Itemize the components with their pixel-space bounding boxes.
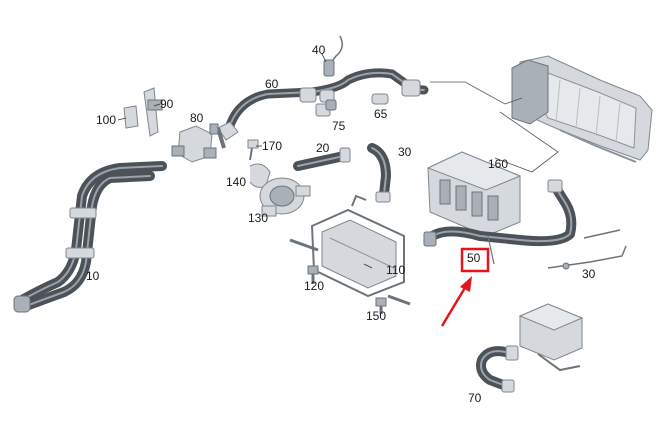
clip-160	[249, 163, 271, 188]
label-20: 20	[316, 141, 330, 155]
label-30-upper: 30	[398, 145, 412, 159]
label-170: 170	[262, 139, 282, 153]
label-90: 90	[160, 97, 174, 111]
hose-10	[13, 161, 167, 313]
label-40: 50	[467, 251, 481, 265]
radiator	[511, 55, 653, 163]
label-65: 65	[374, 107, 388, 121]
label-60: 60	[265, 77, 279, 91]
connector-65	[371, 93, 389, 105]
leader-lines	[117, 53, 373, 269]
label-75: 75	[332, 119, 346, 133]
valve-80	[171, 123, 219, 163]
pump-150	[259, 177, 311, 217]
bracket-90	[143, 87, 163, 137]
bracket-100	[123, 105, 139, 129]
label-150: 130	[248, 211, 268, 225]
connector-75	[315, 99, 337, 117]
screw-140	[307, 265, 319, 284]
highlight-callout	[440, 247, 490, 327]
sensor-70	[323, 35, 343, 77]
screw-120	[375, 297, 387, 314]
cooler-lower	[518, 303, 584, 372]
block-130	[426, 151, 522, 237]
label-110: 110	[386, 263, 405, 277]
label-80: 80	[190, 111, 204, 125]
label-160: 140	[226, 175, 246, 189]
guide-lines	[430, 81, 559, 173]
highlight-box	[460, 247, 490, 273]
label-10: 10	[86, 269, 100, 283]
arrow-head-icon	[460, 276, 472, 292]
label-140: 120	[304, 279, 324, 293]
hose-40	[423, 179, 577, 265]
label-30-lower: 70	[468, 391, 482, 405]
line-50	[547, 229, 627, 270]
frame-110	[289, 194, 411, 306]
clip-170	[247, 139, 259, 161]
label-70: 40	[312, 43, 326, 57]
hose-20	[293, 147, 351, 171]
label-120: 150	[366, 309, 386, 323]
part-labels: 40 60 90 100 80 75 65 170 20 30 160 140 …	[86, 43, 596, 405]
hose-30-lower	[476, 345, 519, 393]
highlight-arrow	[440, 285, 468, 327]
hose-30-upper	[367, 143, 391, 203]
label-100: 100	[96, 113, 116, 127]
label-130: 160	[488, 157, 508, 171]
label-50: 30	[582, 267, 596, 281]
